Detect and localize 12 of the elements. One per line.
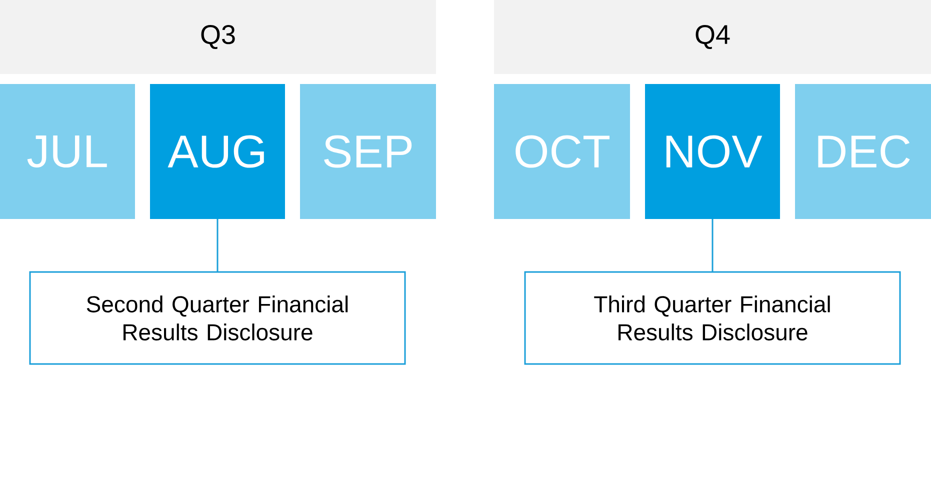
note-box: Second Quarter Financial Results Disclosure xyxy=(29,271,406,365)
month-box: JUL xyxy=(0,84,135,219)
month-box: SEP xyxy=(300,84,436,219)
note-box: Third Quarter Financial Results Disclosure xyxy=(524,271,901,365)
month-box: NOV xyxy=(645,84,780,219)
month-box: OCT xyxy=(494,84,630,219)
connector-line xyxy=(712,219,714,272)
connector-line xyxy=(216,219,218,272)
month-box: AUG xyxy=(150,84,285,219)
month-box: DEC xyxy=(795,84,931,219)
quarter-header: Q3 xyxy=(0,0,436,74)
quarter-header: Q4 xyxy=(494,0,931,74)
